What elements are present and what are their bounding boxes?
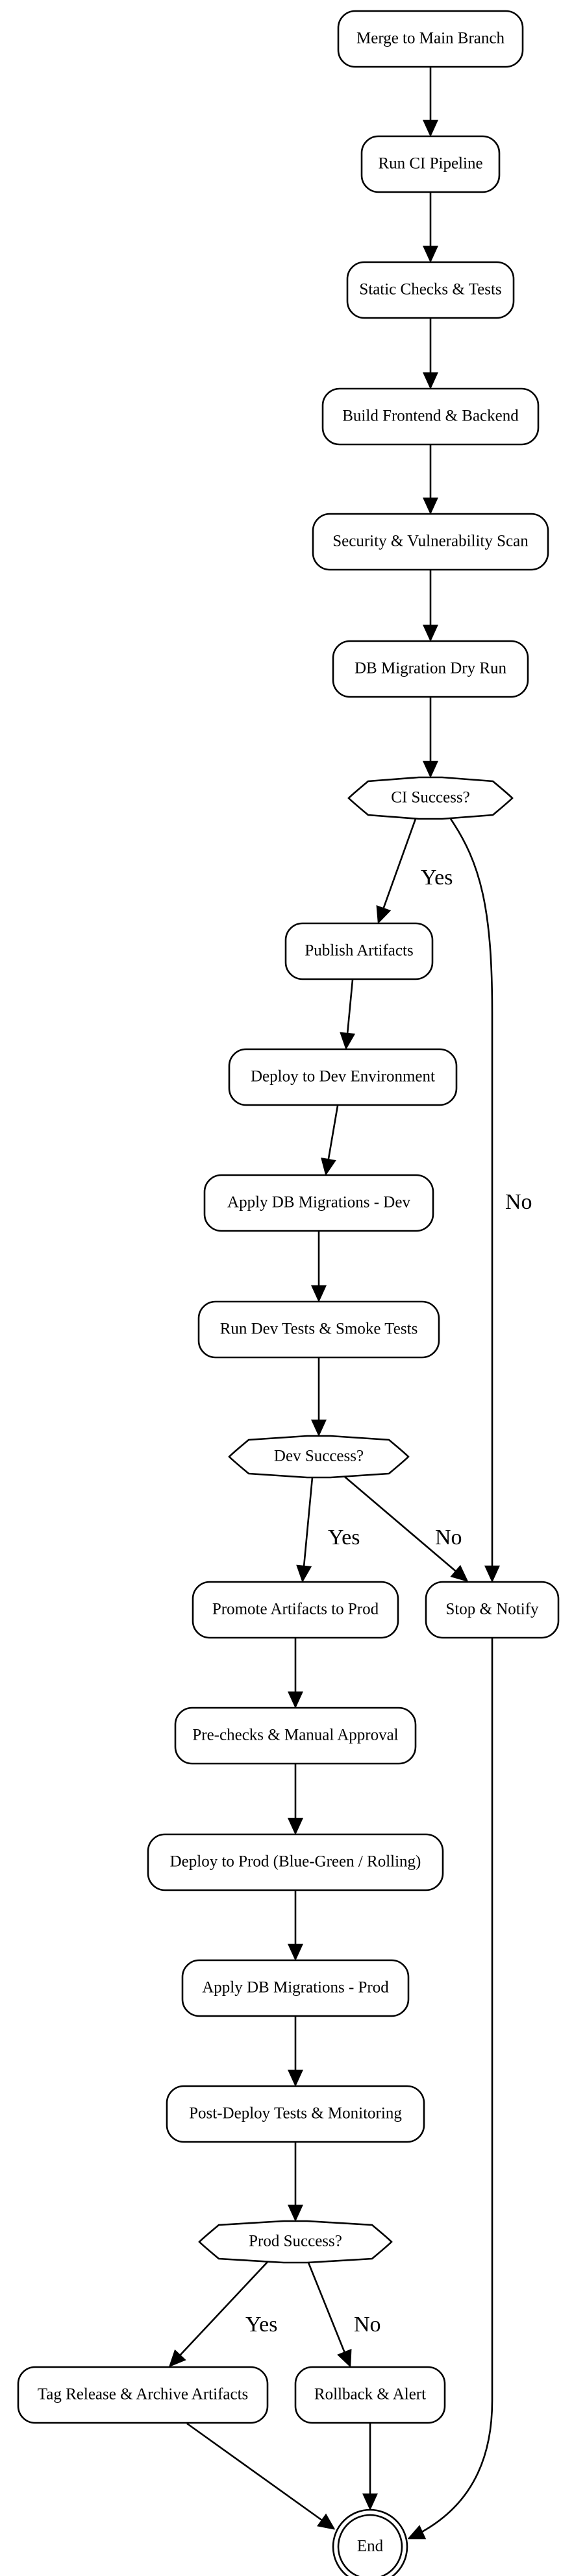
process-box xyxy=(360,135,501,193)
node-end: End xyxy=(332,2509,408,2576)
node-rollback: Rollback & Alert xyxy=(294,2366,446,2424)
process-box xyxy=(174,1707,417,1765)
process-box xyxy=(192,1581,399,1639)
process-box xyxy=(332,640,529,698)
edge-deploy_dev-to-mig_dev xyxy=(326,1105,339,1174)
node-label: Deploy to Prod (Blue-Green / Rolling) xyxy=(170,1853,421,1871)
node-dev_ok: Dev Success? xyxy=(228,1435,410,1479)
process-box xyxy=(197,1300,440,1359)
process-box xyxy=(228,1048,458,1106)
node-label: DB Migration Dry Run xyxy=(355,660,507,677)
node-mig_dev: Apply DB Migrations - Dev xyxy=(203,1174,434,1232)
node-approval: Pre-checks & Manual Approval xyxy=(174,1707,417,1765)
node-label: Tag Release & Archive Artifacts xyxy=(38,2386,249,2403)
process-box xyxy=(181,1959,410,2017)
node-ci: Run CI Pipeline xyxy=(360,135,501,193)
edge-prod_ok-to-tag xyxy=(170,2261,268,2366)
node-label: Rollback & Alert xyxy=(314,2386,426,2403)
node-label: Deploy to Dev Environment xyxy=(251,1068,435,1086)
edge-label-ci_ok-to-stop: No xyxy=(505,1190,532,1214)
node-prod_ok: Prod Success? xyxy=(198,2220,393,2264)
process-box xyxy=(284,922,434,980)
node-build: Build Frontend & Backend xyxy=(321,387,540,446)
decision-shape xyxy=(347,776,514,820)
decision-shape xyxy=(198,2220,393,2264)
node-label: Prod Success? xyxy=(249,2233,342,2250)
node-label: Dev Success? xyxy=(274,1448,364,1465)
node-stop: Stop & Notify xyxy=(425,1581,560,1639)
node-static: Static Checks & Tests xyxy=(346,261,515,319)
node-ci_ok: CI Success? xyxy=(347,776,514,820)
decision-shape xyxy=(228,1435,410,1479)
node-label: Static Checks & Tests xyxy=(359,281,501,298)
process-box xyxy=(425,1581,560,1639)
node-publish: Publish Artifacts xyxy=(284,922,434,980)
edge-label-ci_ok-to-publish: Yes xyxy=(421,866,453,890)
node-label: Publish Artifacts xyxy=(305,942,413,960)
edge-stop-to-end xyxy=(409,1638,493,2538)
process-box xyxy=(294,2366,446,2424)
node-label: Pre-checks & Manual Approval xyxy=(192,1727,398,1744)
edge-dev_ok-to-promote xyxy=(303,1477,314,1581)
node-label: Merge to Main Branch xyxy=(356,30,505,47)
edges-layer xyxy=(170,67,492,2538)
edge-label-dev_ok-to-promote: Yes xyxy=(328,1525,360,1549)
node-label: Security & Vulnerability Scan xyxy=(332,533,529,550)
edge-prod_ok-to-rollback xyxy=(307,2262,350,2366)
node-promote: Promote Artifacts to Prod xyxy=(192,1581,399,1639)
node-label: Apply DB Migrations - Dev xyxy=(227,1194,410,1211)
edge-ci_ok-to-publish xyxy=(379,818,417,922)
node-label: Build Frontend & Backend xyxy=(342,407,519,425)
process-box xyxy=(203,1174,434,1232)
node-label: Apply DB Migrations - Prod xyxy=(202,1979,389,1997)
edge-label-dev_ok-to-stop: No xyxy=(435,1525,462,1549)
process-box xyxy=(312,513,549,571)
node-label: Post-Deploy Tests & Monitoring xyxy=(189,2105,402,2122)
node-post: Post-Deploy Tests & Monitoring xyxy=(166,2085,425,2143)
node-label: Run CI Pipeline xyxy=(378,155,482,173)
node-deploy_prod: Deploy to Prod (Blue-Green / Rolling) xyxy=(147,1833,444,1891)
edge-ci_ok-to-stop xyxy=(449,818,492,1581)
process-box xyxy=(17,2366,269,2424)
node-scan: Security & Vulnerability Scan xyxy=(312,513,549,571)
process-box xyxy=(337,10,524,68)
node-deploy_dev: Deploy to Dev Environment xyxy=(228,1048,458,1106)
node-dryrun: DB Migration Dry Run xyxy=(332,640,529,698)
node-label: Promote Artifacts to Prod xyxy=(212,1601,379,1618)
process-box xyxy=(147,1833,444,1891)
terminal-inner-ring xyxy=(337,2514,403,2576)
edge-dev_ok-to-stop xyxy=(344,1476,467,1581)
node-label: Stop & Notify xyxy=(445,1601,539,1618)
edge-label-prod_ok-to-rollback: No xyxy=(354,2313,381,2337)
process-box xyxy=(321,387,540,446)
node-label: Run Dev Tests & Smoke Tests xyxy=(220,1320,418,1338)
node-test_dev: Run Dev Tests & Smoke Tests xyxy=(197,1300,440,1359)
node-merge: Merge to Main Branch xyxy=(337,10,524,68)
process-box xyxy=(166,2085,425,2143)
node-label: CI Success? xyxy=(391,789,470,807)
edge-label-prod_ok-to-tag: Yes xyxy=(245,2313,277,2337)
process-box xyxy=(346,261,515,319)
node-mig_prod: Apply DB Migrations - Prod xyxy=(181,1959,410,2017)
edge-publish-to-deploy_dev xyxy=(346,979,353,1048)
edge-tag-to-end xyxy=(186,2422,334,2529)
node-label: End xyxy=(357,2538,384,2555)
node-tag: Tag Release & Archive Artifacts xyxy=(17,2366,269,2424)
